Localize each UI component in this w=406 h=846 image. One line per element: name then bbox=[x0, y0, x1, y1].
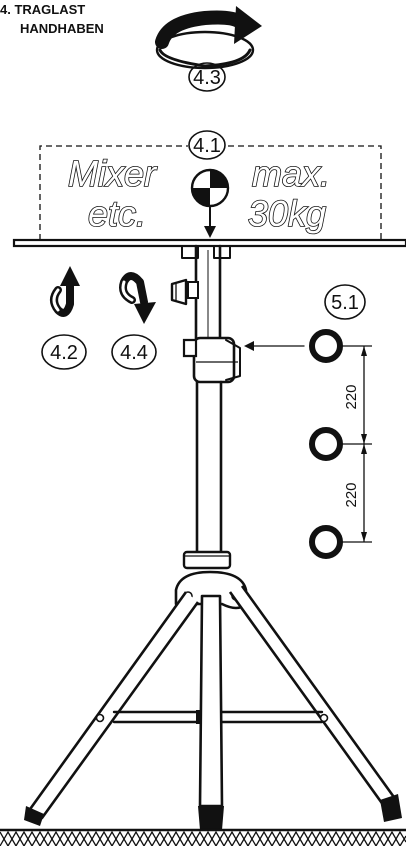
load-label-weight: 30kg bbox=[248, 193, 326, 234]
callout-4-4-label: 4.4 bbox=[120, 342, 148, 364]
leg-lock-clamp bbox=[182, 550, 232, 570]
rotate-up-arrow-icon bbox=[50, 266, 80, 317]
load-plate bbox=[12, 238, 406, 248]
heading-line-2: HANDHABEN bbox=[20, 21, 104, 36]
height-hole-icon bbox=[309, 427, 343, 461]
load-label-mixer: Mixer bbox=[68, 153, 158, 194]
rotate-arrow-icon bbox=[155, 6, 262, 70]
height-hole-icon bbox=[309, 329, 343, 363]
ground-hatching bbox=[0, 828, 406, 846]
centre-foot bbox=[198, 806, 224, 830]
center-of-gravity-icon bbox=[190, 168, 230, 238]
callout-5-1: 5.1 bbox=[324, 284, 366, 320]
height-hole-icon bbox=[309, 525, 343, 559]
right-foot bbox=[380, 794, 402, 822]
right-leg bbox=[228, 585, 398, 808]
callout-4-3: 4.3 bbox=[188, 62, 226, 92]
rotate-down-arrow-icon bbox=[119, 272, 156, 324]
height-lock-clamp bbox=[182, 336, 241, 384]
callout-4-2: 4.2 bbox=[41, 334, 87, 370]
dimension-lines bbox=[342, 345, 372, 543]
left-foot bbox=[24, 806, 44, 826]
lower-tube bbox=[195, 380, 223, 562]
dimension-lower-label: 220 bbox=[343, 482, 360, 507]
load-area-outline bbox=[39, 145, 382, 240]
callout-4-4: 4.4 bbox=[111, 334, 157, 370]
callout-4-3-label: 4.3 bbox=[193, 67, 221, 89]
load-label-etc: etc. bbox=[88, 193, 146, 234]
callout-4-1: 4.1 bbox=[188, 130, 226, 160]
right-brace bbox=[220, 710, 324, 724]
centre-leg bbox=[198, 594, 224, 808]
tilt-knob-icon bbox=[170, 278, 199, 306]
heading-line-1: 4. TRAGLAST bbox=[0, 2, 85, 17]
left-leg bbox=[26, 591, 200, 820]
left-brace bbox=[112, 710, 200, 724]
callout-4-2-label: 4.2 bbox=[50, 342, 78, 364]
callout-4-1-label: 4.1 bbox=[193, 135, 221, 157]
load-label-max: max. bbox=[252, 153, 330, 194]
callout-5-1-label: 5.1 bbox=[331, 292, 359, 314]
dimension-upper-label: 220 bbox=[343, 384, 360, 409]
